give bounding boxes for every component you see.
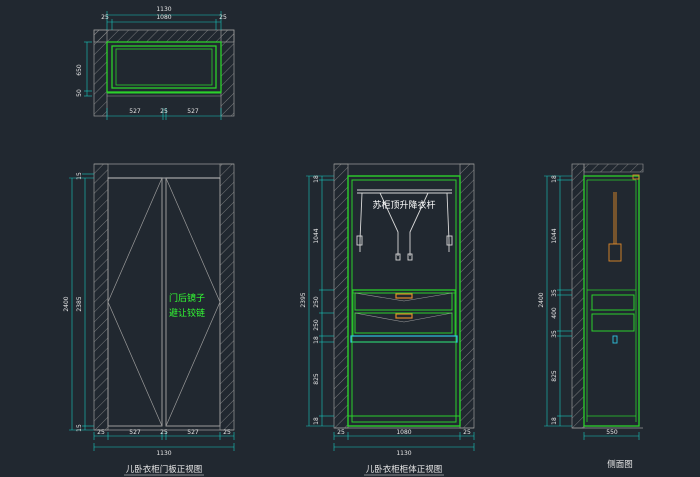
side-drawer-top: [591, 294, 635, 311]
door-note-hinge: 避让铰链: [169, 307, 205, 319]
plan-dim-total-width: 1130: [156, 6, 171, 13]
plan-dim-door-right: 527: [187, 108, 199, 115]
side-rail-top-marker: [632, 174, 640, 180]
door-dim-top: 15: [76, 172, 83, 180]
plan-cabinet-innermost: [115, 48, 213, 86]
body-dim-bottom-right: 25: [463, 429, 471, 436]
body-lift-rail: [356, 189, 453, 261]
door-dim-bottom-gap: 25: [160, 429, 168, 436]
body-dim-seg-hanging: 1044: [313, 228, 320, 243]
door-wall-left: [93, 163, 109, 431]
side-carcass: [583, 175, 640, 427]
door-elevation: 门后镜子 避让铰链 2400 2385 15 15 25 527 2: [63, 163, 235, 476]
side-drawer-bottom: [591, 313, 635, 332]
door-panel-left: [107, 177, 163, 427]
body-dim-seg-drawer1: 250: [313, 296, 320, 308]
body-glass-shelf: [350, 335, 458, 343]
body-dim-width-total: 1130: [396, 450, 411, 457]
door-dim-bottom-door-left: 527: [129, 429, 141, 436]
body-dim-seg-gap: 18: [313, 336, 320, 344]
body-dim-bottom-left: 25: [337, 429, 345, 436]
side-ceiling-hatch: [583, 163, 644, 173]
door-note-mirror: 门后镜子: [169, 292, 205, 304]
door-dim-height-door: 2385: [76, 296, 83, 311]
side-lift-rail: [608, 192, 622, 262]
body-dim-seg-base: 18: [313, 417, 320, 425]
door-wall-right: [219, 163, 235, 431]
door-dim-bottom-door-right: 527: [187, 429, 199, 436]
plan-dim-side-left: 25: [101, 14, 109, 21]
plan-cabinet-outline: [106, 41, 222, 93]
door-left-swing-lines: [107, 177, 163, 427]
plan-cabinet-inner: [111, 45, 217, 89]
body-note-lift-rail: 苏柜顶升降衣杆: [372, 199, 435, 211]
body-dim-bottom-inner: 1080: [396, 429, 411, 436]
plan-wall-left: [93, 29, 108, 117]
body-carcass-inner: [351, 179, 457, 423]
body-dim-seg-drawer2: 250: [313, 319, 320, 331]
body-dim-seg-bottom: 825: [313, 373, 320, 385]
plan-wall-right: [220, 29, 235, 117]
body-dim-height-total: 2395: [300, 292, 307, 307]
side-section: 2400 18 1044 35 400 35 825 18 550 侧面图: [538, 163, 644, 470]
body-wall-left: [333, 163, 349, 429]
plan-view: 1130 1080 25 25 650 50 527 25 527: [76, 6, 235, 120]
side-dim-seg-lower: 825: [551, 370, 558, 382]
side-dim-seg-mid3: 35: [551, 330, 558, 338]
plan-dim-depth: 650: [76, 64, 83, 76]
side-section-title: 侧面图: [607, 459, 633, 470]
side-dim-seg-mid2: 400: [551, 307, 558, 319]
side-dim-seg-upper: 1044: [551, 228, 558, 243]
side-hook: [612, 335, 618, 344]
plan-dim-depth-small: 50: [76, 89, 83, 97]
side-dim-depth: 550: [606, 429, 618, 436]
door-dim-bottom: 15: [76, 424, 83, 432]
door-dim-width-total: 1130: [156, 450, 171, 457]
plan-dim-door-gap: 25: [160, 108, 168, 115]
body-dim-seg-top: 18: [313, 175, 320, 183]
plan-dim-side-right: 25: [219, 14, 227, 21]
side-dim-seg-top: 18: [551, 175, 558, 183]
plan-wall-back: [93, 29, 235, 43]
side-wall-back: [571, 163, 585, 429]
body-carcass-outer: [347, 175, 461, 427]
door-right-swing-lines: [165, 177, 221, 427]
side-dim-seg-base: 18: [551, 417, 558, 425]
body-wall-right: [459, 163, 475, 429]
side-dim-seg-mid1: 35: [551, 289, 558, 297]
plan-dim-inner-width: 1080: [156, 14, 171, 21]
body-elevation-title: 儿卧衣柜柜体正视图: [366, 464, 443, 475]
body-elevation: 苏柜顶升降衣杆: [300, 163, 475, 476]
body-drawer-top-handle: [395, 293, 413, 299]
door-elevation-title: 儿卧衣柜门板正视图: [126, 464, 203, 475]
side-dim-height-total: 2400: [538, 292, 545, 307]
body-drawer-top: [354, 292, 453, 311]
door-dim-bottom-right: 25: [223, 429, 231, 436]
door-dim-bottom-left: 25: [97, 429, 105, 436]
door-dim-height-total: 2400: [63, 296, 70, 311]
plan-dim-door-left: 527: [129, 108, 141, 115]
body-drawer-bottom-handle: [395, 313, 413, 319]
body-drawer-bottom: [354, 312, 453, 334]
